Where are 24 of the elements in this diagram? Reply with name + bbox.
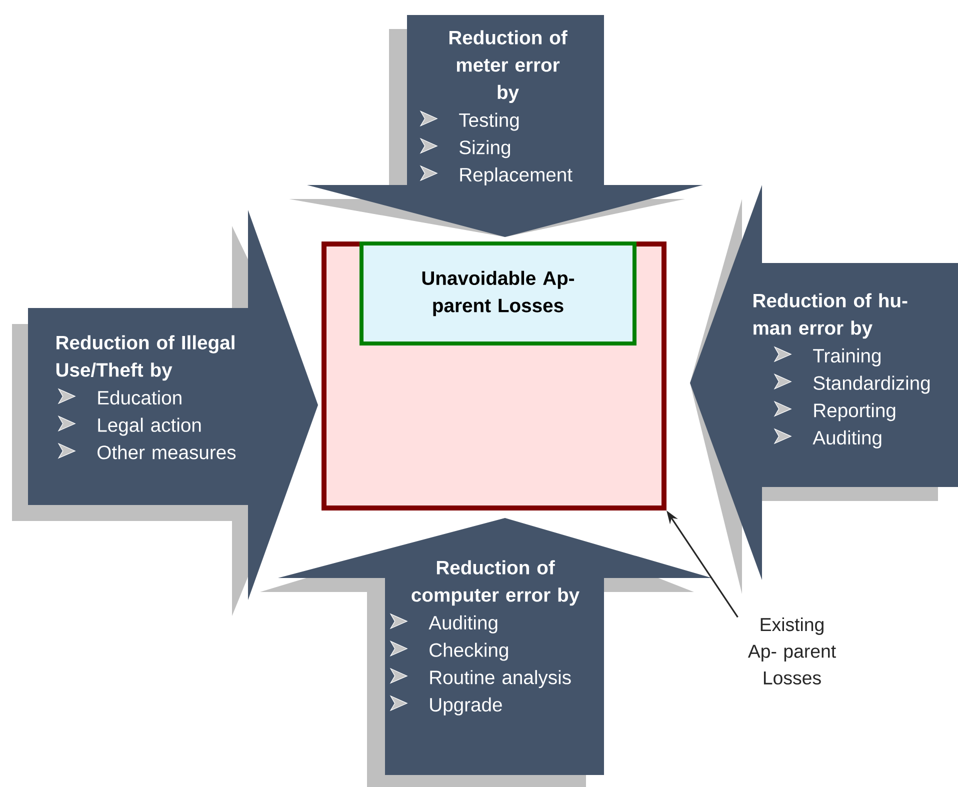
heading: Reduction of Illegal Use/Theft by (56, 335, 234, 381)
block-arrow (12, 210, 318, 616)
list-item: Reporting (814, 403, 896, 422)
list-item: Testing (459, 112, 519, 131)
list-item: Auditing (812, 430, 882, 448)
list-item: Training (813, 348, 881, 366)
callout-text: Existing Ap- parent Losses (748, 617, 836, 685)
inner-box: Unavoidable Ap- parent Losses (360, 242, 636, 346)
list-item: Upgrade (430, 697, 502, 716)
list-item: Routine analysis (430, 670, 571, 688)
list-item: Other measures (98, 445, 236, 460)
block-arrow (260, 518, 712, 787)
block-arrow (690, 185, 958, 594)
list-item: Education (98, 390, 182, 405)
heading: Reduction of computer error by (412, 560, 580, 606)
list-item: Auditing (428, 615, 498, 634)
heading: Reduction of meter error by (449, 30, 568, 103)
list-item: Replacement (460, 167, 572, 186)
block-arrow (289, 15, 703, 237)
list-item: Checking (430, 642, 508, 661)
list-item: Sizing (460, 140, 510, 158)
list-item: Standardizing (814, 376, 930, 394)
list-item: Legal action (98, 418, 201, 436)
heading: Reduction of hu- man error by (754, 293, 908, 339)
